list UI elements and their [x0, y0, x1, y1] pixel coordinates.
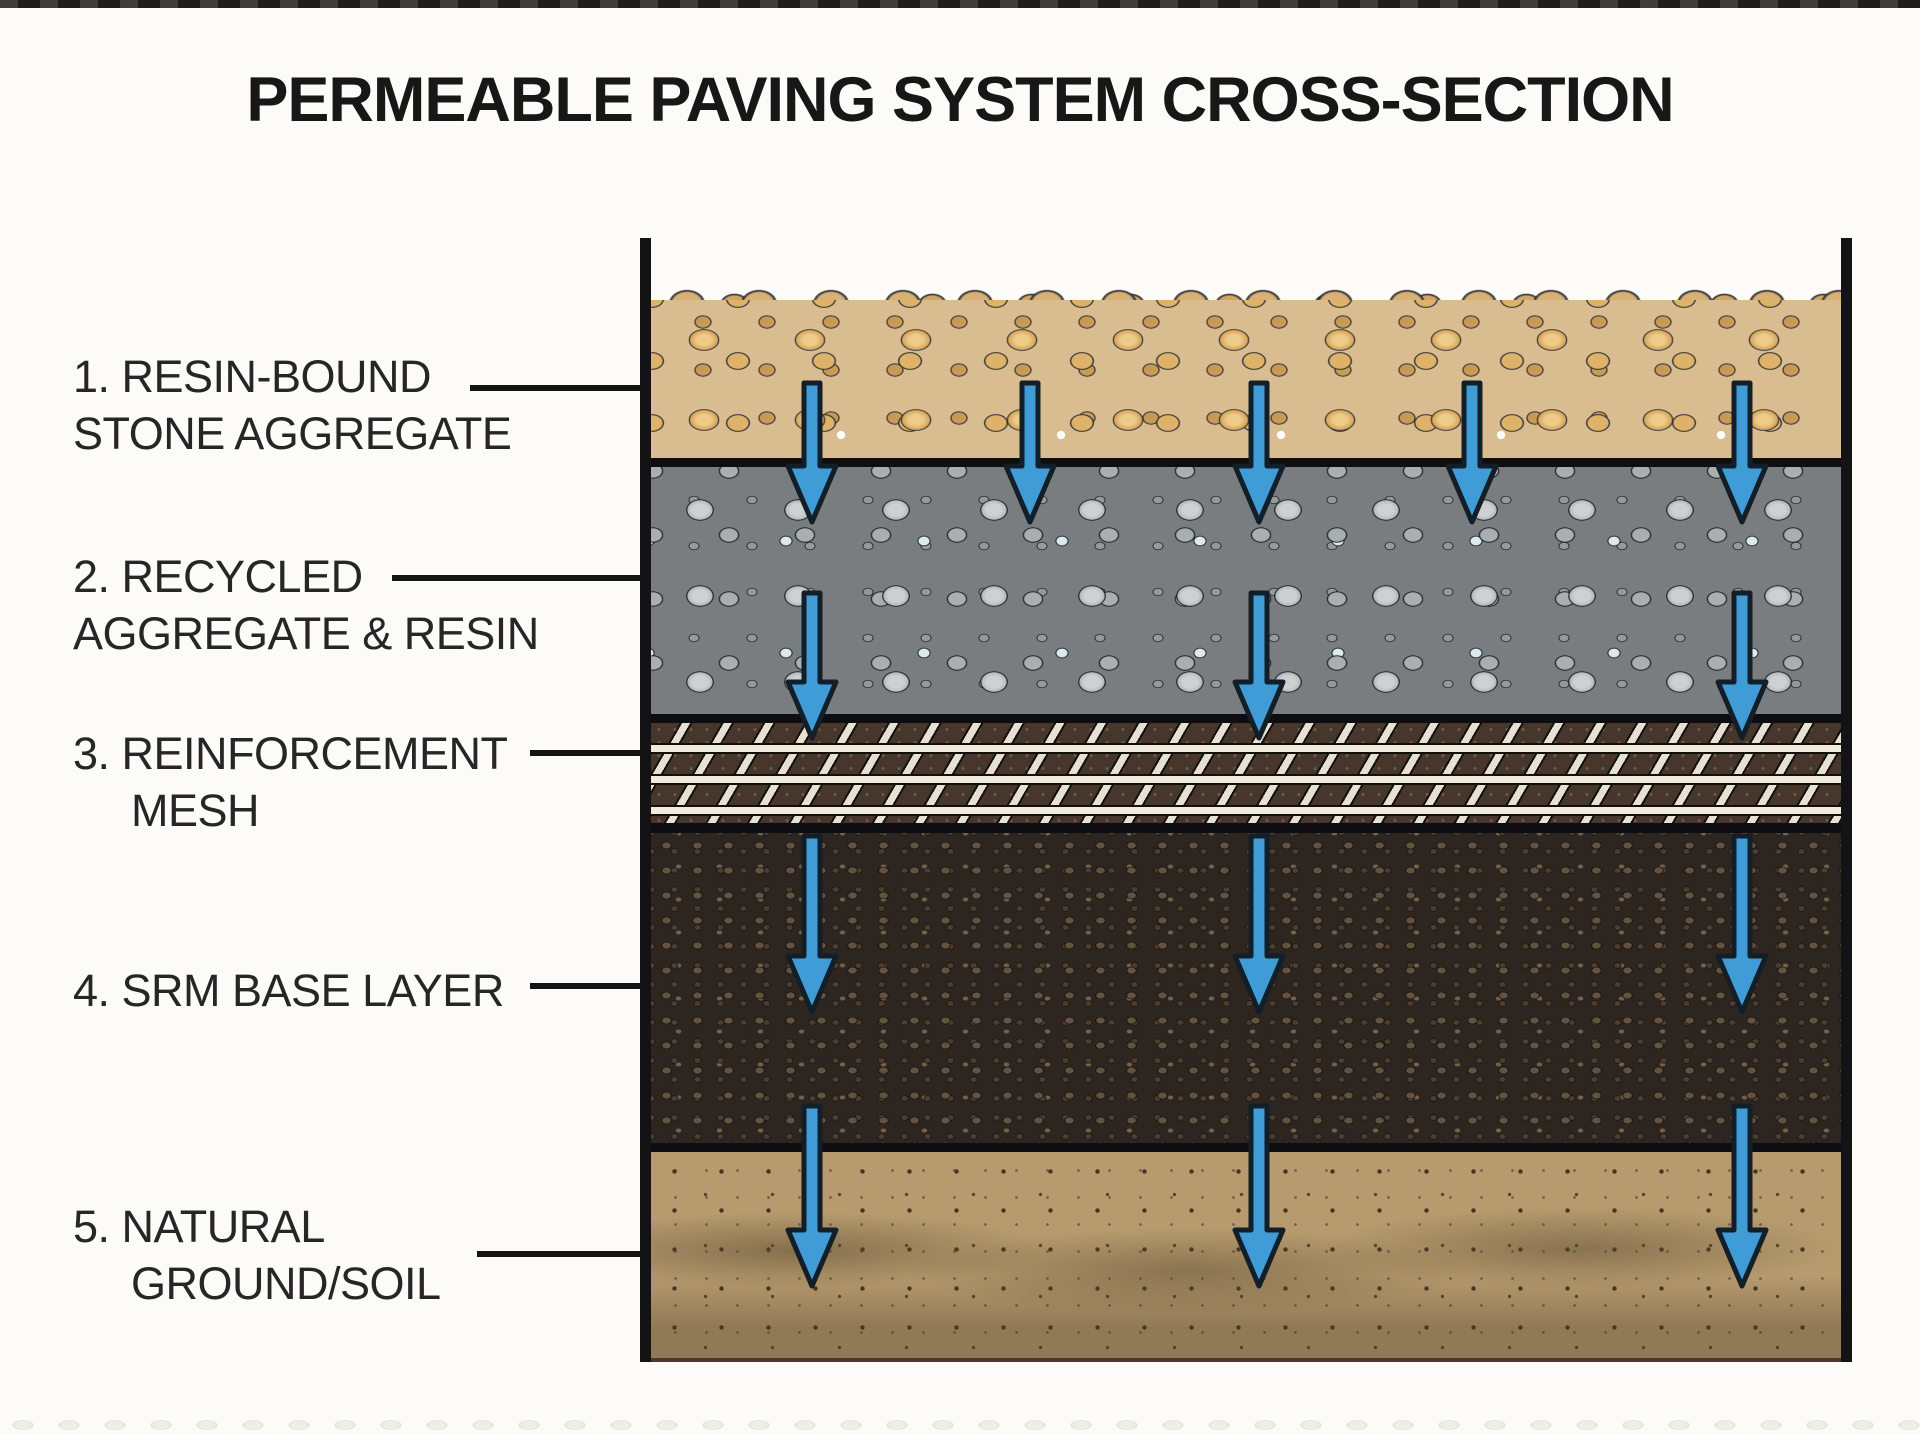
water-arrow-down-icon: [1003, 380, 1057, 525]
layer-separator-4: [651, 1143, 1841, 1152]
water-arrow-down-icon: [1715, 590, 1769, 741]
water-arrow-down-icon: [1715, 1103, 1769, 1289]
layer-label-1-line-1: 1. RESIN-BOUND: [73, 351, 432, 402]
layer-label-3: 3. REINFORCEMENT MESH: [73, 725, 508, 839]
water-arrow-down-icon: [1445, 380, 1499, 525]
water-arrow-down-icon: [785, 380, 839, 525]
water-arrow-down-icon: [1232, 590, 1286, 741]
bottom-edge-texture: [0, 1416, 1920, 1434]
water-arrow-down-icon: [1232, 833, 1286, 1015]
layer-separator-2: [651, 714, 1841, 723]
leader-line-5: [477, 1251, 709, 1257]
layer-recycled-aggregate-and-resin: [651, 467, 1841, 714]
layer-label-2-line-1: 2. RECYCLED: [73, 551, 363, 602]
leader-line-4: [530, 983, 712, 989]
layer-label-1: 1. RESIN-BOUND STONE AGGREGATE: [73, 348, 512, 462]
diagram-left-border: [640, 238, 651, 1362]
layer-label-5-line-2: GROUND/SOIL: [131, 1258, 441, 1309]
water-arrow-down-icon: [785, 833, 839, 1015]
layer-label-4: 4. SRM BASE LAYER: [73, 962, 504, 1019]
water-arrow-down-icon: [1232, 380, 1286, 525]
layer-resin-bound-stone-aggregate: [651, 300, 1841, 458]
layer-label-3-line-1: 3. REINFORCEMENT: [73, 728, 508, 779]
leader-line-1: [470, 385, 713, 391]
leader-line-2: [392, 575, 712, 581]
leader-line-3: [530, 750, 690, 756]
top-edge-texture: [0, 0, 1920, 8]
water-arrow-down-icon: [785, 1103, 839, 1289]
diagram-right-border: [1841, 238, 1852, 1362]
layer-label-2-line-2: AGGREGATE & RESIN: [73, 608, 539, 659]
layer-label-5: 5. NATURAL GROUND/SOIL: [73, 1198, 441, 1312]
layer-natural-ground-soil: [651, 1152, 1841, 1362]
water-arrow-down-icon: [1715, 833, 1769, 1015]
layer-reinforcement-mesh: [651, 723, 1841, 823]
water-arrow-down-icon: [1715, 380, 1769, 525]
layer-separator-1: [651, 458, 1841, 467]
water-arrow-down-icon: [1232, 1103, 1286, 1289]
aggregate-surface-edge: [651, 268, 1841, 302]
page-title: PERMEABLE PAVING SYSTEM CROSS-SECTION: [246, 65, 1674, 135]
layer-label-4-line-1: 4. SRM BASE LAYER: [73, 965, 504, 1016]
layer-label-5-line-1: 5. NATURAL: [73, 1201, 325, 1252]
layer-label-3-line-2: MESH: [131, 785, 260, 836]
layer-separator-3: [651, 823, 1841, 833]
layer-label-1-line-2: STONE AGGREGATE: [73, 408, 512, 459]
layer-label-2: 2. RECYCLED AGGREGATE & RESIN: [73, 548, 539, 662]
water-arrow-down-icon: [785, 590, 839, 741]
